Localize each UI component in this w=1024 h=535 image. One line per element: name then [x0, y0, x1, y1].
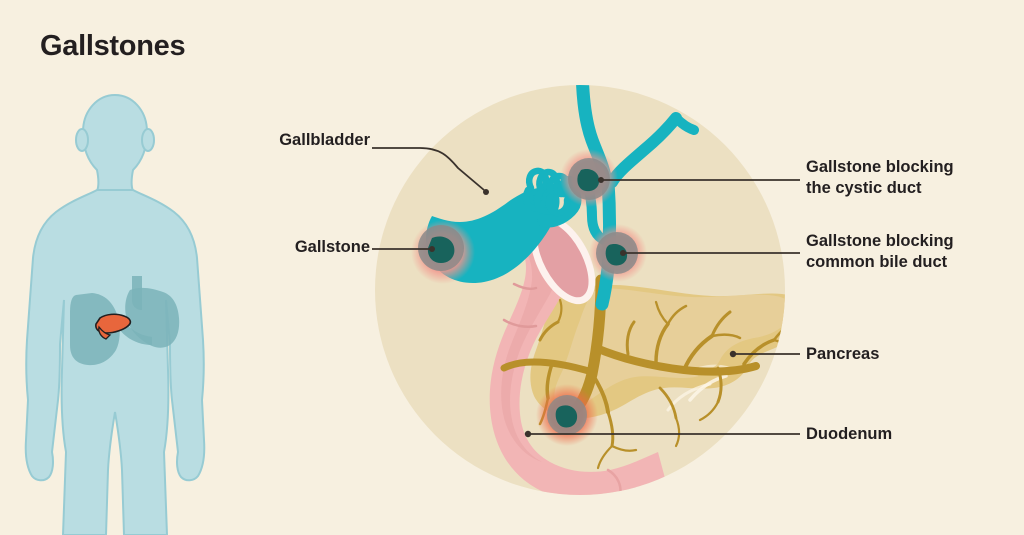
callout-gallbladder: Gallbladder — [279, 131, 370, 149]
duct-twig-8 — [538, 320, 560, 342]
stone-core — [605, 244, 628, 266]
duct-twig-9a — [674, 416, 681, 448]
stone-in-common-bile-duct — [589, 224, 647, 282]
duct-twig-2 — [654, 322, 670, 364]
duct-twig-6a — [606, 410, 615, 448]
leader-dot-gallbladder — [483, 189, 489, 195]
leader-dot-pancreas — [729, 350, 737, 358]
duct-twig-6 — [590, 372, 610, 414]
duodenum-fold-2 — [502, 318, 538, 328]
leader-dot-cystic-duct-stone — [598, 177, 604, 183]
callout-duodenum: Duodenum — [806, 425, 893, 443]
duct-twig-5a — [698, 400, 720, 422]
callout-gallstone-blocking-cystic-duct: Gallstone blocking the cystic duct — [806, 158, 954, 197]
human-body-silhouette — [24, 93, 206, 535]
duodenum-lumen-inner — [537, 222, 589, 298]
leader-dot-common-bile-duct-stone — [620, 250, 626, 256]
leader-dot-duodenum — [524, 430, 532, 438]
body-ear-left — [75, 128, 89, 152]
stone-core — [577, 169, 600, 192]
leader-dot-gallstone — [429, 246, 435, 252]
duct-twig-8a — [556, 298, 563, 324]
organ-duodenum — [489, 215, 666, 495]
duct-twig-6b — [610, 444, 638, 452]
duodenum-fold-1 — [512, 282, 538, 291]
organ-liver — [70, 293, 120, 366]
duct-twig-1a — [710, 310, 732, 338]
leader-lines — [372, 147, 800, 438]
duct-twig-6c — [596, 444, 614, 470]
gallstones-group — [411, 149, 647, 446]
stone-core — [427, 236, 455, 263]
right-hepatic-duct — [606, 112, 682, 188]
stone-core — [555, 405, 578, 428]
duct-twig-5 — [716, 366, 723, 404]
body-torso — [24, 189, 206, 535]
stone-in-gallbladder — [411, 220, 475, 284]
duct-twig-9 — [658, 386, 678, 420]
body-head — [81, 93, 149, 192]
duct-twig-1 — [682, 334, 714, 372]
duct-twig-4b — [772, 338, 785, 354]
pancreas-fissure-2 — [666, 382, 712, 412]
duct-twig-1b — [710, 333, 742, 340]
duct-twig-3 — [625, 320, 636, 356]
organ-cystic-duct-highlight — [98, 325, 112, 340]
callout-pancreas: Pancreas — [806, 345, 880, 363]
duct-branch-left — [500, 358, 596, 376]
duct-twig-2b — [654, 300, 670, 326]
organ-duodenum-small — [120, 322, 152, 345]
duct-twig-2a — [666, 304, 688, 326]
stone-at-ampulla — [536, 384, 598, 446]
duct-twig-4 — [742, 338, 776, 366]
duodenum-shade — [501, 234, 557, 462]
right-hepatic-duct-tip — [671, 113, 699, 135]
callout-gallstone-blocking-common-bile-duct: Gallstone blocking common bile duct — [806, 232, 954, 271]
leader-gallbladder — [372, 147, 485, 191]
body-ear-right — [141, 128, 155, 152]
stone-in-cystic-duct — [560, 149, 618, 207]
organ-esophagus — [132, 276, 142, 310]
callout-gallstone: Gallstone — [294, 238, 370, 256]
pancreas-highlight — [554, 288, 785, 408]
page-title: Gallstones — [40, 30, 186, 62]
